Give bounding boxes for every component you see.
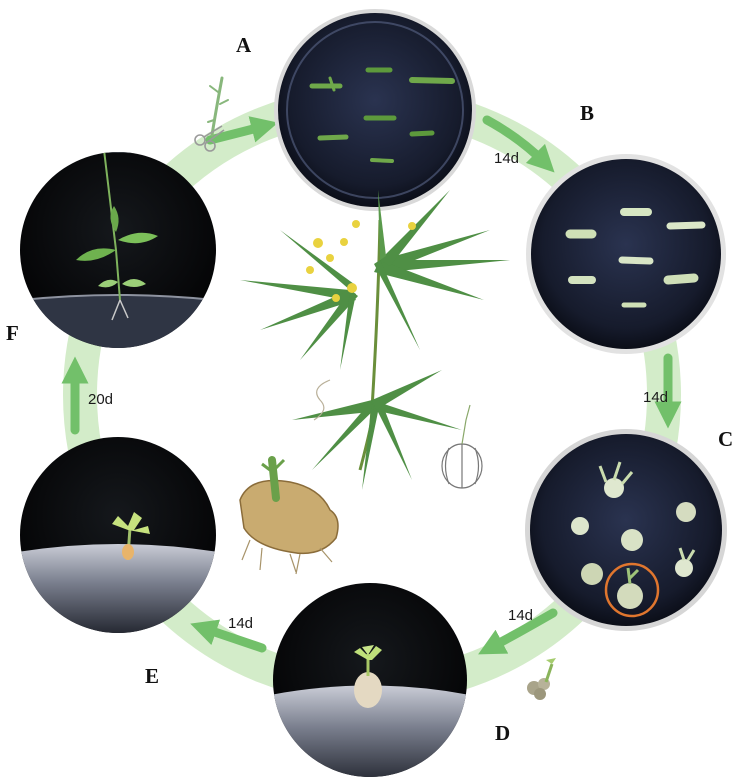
tuber-illustration: [239, 456, 339, 575]
highlight-circle: [604, 562, 660, 618]
seed-capsule-illustration: [441, 404, 483, 489]
duration-label-c-d: 14d: [508, 607, 533, 624]
stage-label-f: F: [6, 321, 19, 345]
stage-f-jar: [20, 152, 216, 348]
callus-cluster-icon: [527, 658, 556, 700]
arrow-f-to-a: [205, 116, 279, 145]
stage-b-dish: [526, 154, 726, 354]
stage-c-dish: [525, 429, 727, 631]
duration-label-d-e: 14d: [228, 615, 253, 632]
stage-label-e: E: [145, 664, 159, 688]
scissors-icon: [194, 125, 225, 152]
stage-label-a: A: [236, 33, 252, 57]
arrow-a-to-b: [482, 115, 555, 173]
duration-label-b-c: 14d: [643, 389, 668, 406]
stage-a-dish: [274, 9, 476, 211]
stem-cutting-icon: [207, 76, 229, 137]
stage-d-jar: [273, 583, 467, 777]
duration-label-e-f: 20d: [88, 391, 113, 408]
duration-label-a-b: 14d: [494, 150, 519, 167]
stage-label-d: D: [495, 721, 510, 745]
plant-illustration: [240, 190, 510, 490]
arrow-d-to-e: [190, 619, 267, 653]
stage-label-b: B: [580, 101, 594, 125]
arrow-c-to-d: [478, 608, 558, 655]
stage-label-c: C: [718, 427, 733, 451]
stage-e-jar: [20, 437, 216, 633]
cycle-arrows: [61, 115, 682, 655]
